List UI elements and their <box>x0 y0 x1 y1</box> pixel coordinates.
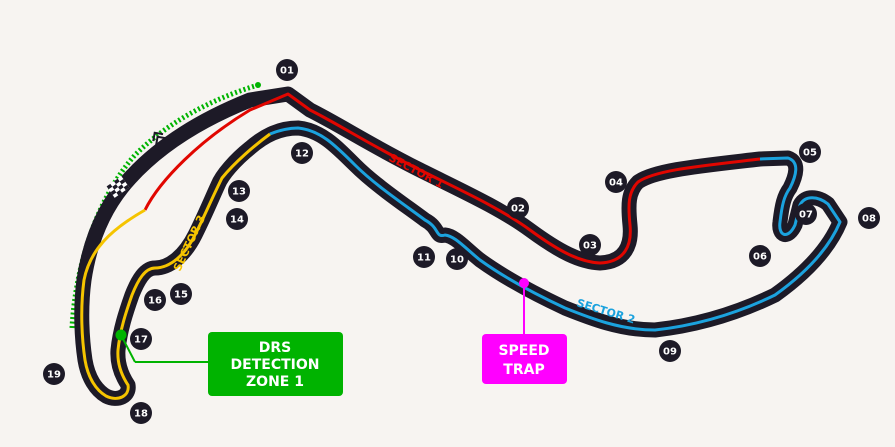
turn-number: 12 <box>295 149 309 160</box>
turn-marker-circle <box>144 289 166 311</box>
sector-3-line <box>80 132 271 400</box>
turn-marker-09: 09 <box>659 340 681 362</box>
direction-chevrons-icon <box>152 131 167 146</box>
speed-trap-line1: SPEED <box>498 343 549 359</box>
speed-trap-label: SPEED TRAP <box>482 334 567 384</box>
drs-label-line2: DETECTION <box>231 357 320 373</box>
turn-number: 11 <box>417 253 431 264</box>
turn-marker-circle <box>799 141 821 163</box>
turn-marker-05: 05 <box>799 141 821 163</box>
turn-number: 19 <box>47 370 61 381</box>
turn-marker-15: 15 <box>170 283 192 305</box>
speed-trap-line2: TRAP <box>503 362 544 378</box>
turn-marker-circle <box>170 283 192 305</box>
drs-label-line3: ZONE 1 <box>246 374 304 390</box>
turn-number: 18 <box>134 409 148 420</box>
turn-marker-13: 13 <box>228 180 250 202</box>
turn-marker-14: 14 <box>226 208 248 230</box>
speed-trap-point <box>519 278 529 288</box>
turn-marker-circle <box>291 142 313 164</box>
turn-number: 13 <box>232 187 246 198</box>
turn-number: 16 <box>148 296 162 307</box>
turn-marker-circle <box>795 203 817 225</box>
turn-marker-circle <box>579 234 601 256</box>
turn-marker-19: 19 <box>43 363 65 385</box>
turn-number: 17 <box>134 335 148 346</box>
turn-marker-circle <box>228 180 250 202</box>
turn-number: 15 <box>174 290 188 301</box>
turn-marker-11: 11 <box>413 246 435 268</box>
turn-number: 04 <box>609 178 623 189</box>
sector-3-label: SECTOR 3 <box>171 213 208 273</box>
turn-marker-circle <box>507 197 529 219</box>
turn-marker-02: 02 <box>507 197 529 219</box>
turn-marker-08: 08 <box>858 207 880 229</box>
sector-1-line <box>143 92 761 265</box>
turn-marker-circle <box>413 246 435 268</box>
turn-number: 01 <box>280 66 294 77</box>
turn-marker-10: 10 <box>446 248 468 270</box>
sector-2-line <box>269 126 842 332</box>
drs-label-line1: DRS <box>259 340 291 356</box>
turn-marker-16: 16 <box>144 289 166 311</box>
turn-marker-01: 01 <box>276 59 298 81</box>
turn-marker-12: 12 <box>291 142 313 164</box>
turn-number: 08 <box>862 214 876 225</box>
turn-marker-circle <box>659 340 681 362</box>
turn-marker-18: 18 <box>130 402 152 424</box>
turn-marker-04: 04 <box>605 171 627 193</box>
drs-detection-point <box>115 329 127 341</box>
turn-marker-circle <box>226 208 248 230</box>
start-finish-flag-icon <box>106 176 130 198</box>
turn-number: 07 <box>799 210 813 221</box>
turn-marker-circle <box>276 59 298 81</box>
turn-marker-circle <box>858 207 880 229</box>
turn-marker-circle <box>130 328 152 350</box>
turn-marker-17: 17 <box>130 328 152 350</box>
turn-markers: 01 02 03 04 05 06 07 08 09 10 11 12 13 14 15 16 17 18 19 <box>43 59 880 424</box>
turn-marker-circle <box>446 248 468 270</box>
turn-number: 06 <box>753 252 767 263</box>
turn-marker-circle <box>605 171 627 193</box>
turn-number: 09 <box>663 347 677 358</box>
turn-number: 02 <box>511 204 525 215</box>
turn-number: 05 <box>803 148 817 159</box>
turn-marker-circle <box>43 363 65 385</box>
turn-marker-06: 06 <box>749 245 771 267</box>
drs-detection-label: DRS DETECTION ZONE 1 <box>208 332 343 396</box>
turn-number: 10 <box>450 255 464 266</box>
turn-marker-circle <box>749 245 771 267</box>
track-outline <box>74 86 848 406</box>
turn-number: 03 <box>583 241 597 252</box>
turn-number: 14 <box>230 215 244 226</box>
turn-marker-07: 07 <box>795 203 817 225</box>
turn-marker-circle <box>130 402 152 424</box>
drs-zone-end-marker <box>255 82 261 88</box>
turn-marker-03: 03 <box>579 234 601 256</box>
